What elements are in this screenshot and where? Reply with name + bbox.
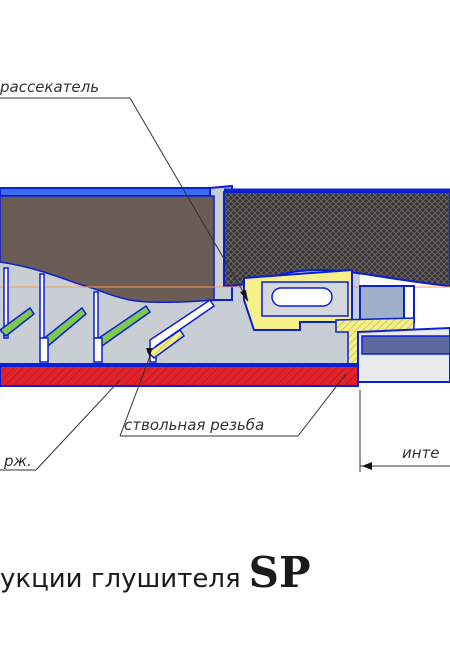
caption-brand: SP [248,548,311,597]
deflector [243,268,353,331]
leader-lines [0,97,450,472]
rear-insert-block [359,285,406,323]
rear-insert-slot [403,285,415,323]
silencer-cross-section-drawing: рассекатель ствольная резьба рж. инте [0,78,450,472]
label-deflector: рассекатель [0,78,99,96]
label-left-partial: рж. [3,452,32,470]
core-body [0,195,215,304]
interface-bore [361,335,450,355]
vertical-baffle-rods [3,267,99,339]
label-right-partial: инте [402,444,440,462]
barrel [0,363,359,387]
label-barrel-thread: ствольная резьба [124,416,264,434]
leader-arrows [146,290,372,470]
front-baffle-yellow [146,328,186,359]
caption-text: укции глушителя [0,564,241,594]
